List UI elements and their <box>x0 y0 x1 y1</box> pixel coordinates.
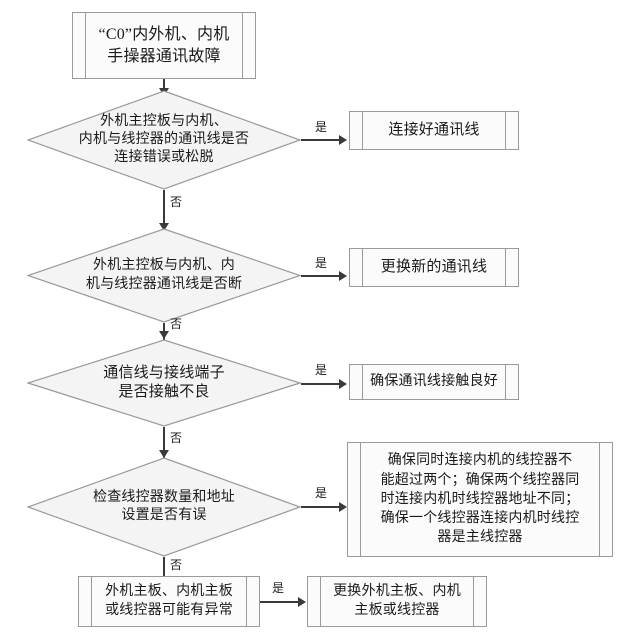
arrowhead-decision3-to-action3 <box>339 379 347 389</box>
node-action4[interactable]: 确保同时连接内机的线控器不 能超过两个；确保两个线控器同 时连接内机时线控器地址… <box>347 442 613 557</box>
arrowhead-decision4-to-action4 <box>339 502 347 512</box>
decision1-shape <box>27 90 301 190</box>
decision4-shape <box>27 457 301 557</box>
arrowhead-decision3-to-decision4 <box>159 450 169 458</box>
node-action5-label: 更换外机主板、内机 主板或线控器 <box>333 584 461 618</box>
connector-start-to-decision1 <box>163 79 165 91</box>
node-conclusion[interactable]: 外机主板、内机主板 或线控器可能有异常 <box>78 576 260 627</box>
arrowhead-decision2-to-action2 <box>339 271 347 281</box>
arrowhead-decision1-to-action1 <box>339 135 347 145</box>
node-decision2-label: 外机主控板与内机、内 机与线控器通讯线是否断 <box>85 258 243 292</box>
node-decision1-label: 外机主控板与内机、 内机与线控器的通讯线是否 连接错误或松脱 <box>78 113 250 166</box>
node-conclusion-label: 外机主板、内机主板 或线控器可能有异常 <box>105 584 233 618</box>
node-start-label: “C0”内外机、内机 手操器通讯故障 <box>98 26 230 65</box>
node-action4-label: 确保同时连接内机的线控器不 能超过两个；确保两个线控器同 时连接内机时线控器地址… <box>380 453 580 546</box>
connector-decision2-to-action2 <box>301 275 341 277</box>
connector-decision4-to-action4 <box>301 506 341 508</box>
connector-decision4-to-conclusion <box>163 557 165 583</box>
arrowhead-decision2-to-decision3 <box>159 331 169 339</box>
decision3-shape <box>27 339 301 427</box>
node-action2-label: 更换新的通讯线 <box>380 258 488 275</box>
connector-decision1-to-action1 <box>301 139 341 141</box>
arrowhead-conclusion-to-action5 <box>298 597 306 607</box>
edge-label-decision1-yes: 是 <box>315 120 328 134</box>
edge-label-decision4-no: 否 <box>170 558 183 572</box>
edge-label-decision4-yes: 是 <box>315 486 328 500</box>
node-action1[interactable]: 连接好通讯线 <box>349 111 519 150</box>
arrowhead-decision1-to-decision2 <box>159 223 169 231</box>
connector-decision1-to-decision2 <box>163 190 165 226</box>
edge-label-decision3-yes: 是 <box>315 363 328 377</box>
edge-label-decision1-no: 否 <box>170 195 183 209</box>
node-decision3-label: 通信线与接线端子 是否接触不良 <box>103 364 225 401</box>
edge-label-decision3-no: 否 <box>170 431 183 445</box>
node-start[interactable]: “C0”内外机、内机 手操器通讯故障 <box>72 12 256 79</box>
node-action3-label: 确保通讯线接触良好 <box>370 373 498 389</box>
connector-conclusion-to-action5 <box>260 601 300 603</box>
connector-decision2-to-decision3 <box>163 323 165 355</box>
node-decision3[interactable]: 通信线与接线端子 是否接触不良 <box>27 339 301 427</box>
edge-label-conclusion-yes: 是 <box>272 581 285 595</box>
node-decision4-label: 检查线控器数量和地址 设置是否有误 <box>93 489 235 523</box>
node-action3[interactable]: 确保通讯线接触良好 <box>349 364 519 400</box>
node-decision1[interactable]: 外机主控板与内机、 内机与线控器的通讯线是否 连接错误或松脱 <box>27 90 301 190</box>
decision2-shape <box>27 228 301 323</box>
node-decision2[interactable]: 外机主控板与内机、内 机与线控器通讯线是否断 <box>27 228 301 323</box>
node-decision4[interactable]: 检查线控器数量和地址 设置是否有误 <box>27 457 301 557</box>
edge-label-decision2-yes: 是 <box>315 256 328 270</box>
connector-decision3-to-action3 <box>301 383 341 385</box>
connector-decision3-to-decision4 <box>163 427 165 459</box>
node-action2[interactable]: 更换新的通讯线 <box>349 248 519 287</box>
edge-label-decision2-no: 否 <box>170 317 183 331</box>
node-action1-label: 连接好通讯线 <box>388 121 480 138</box>
node-action5[interactable]: 更换外机主板、内机 主板或线控器 <box>307 576 487 627</box>
